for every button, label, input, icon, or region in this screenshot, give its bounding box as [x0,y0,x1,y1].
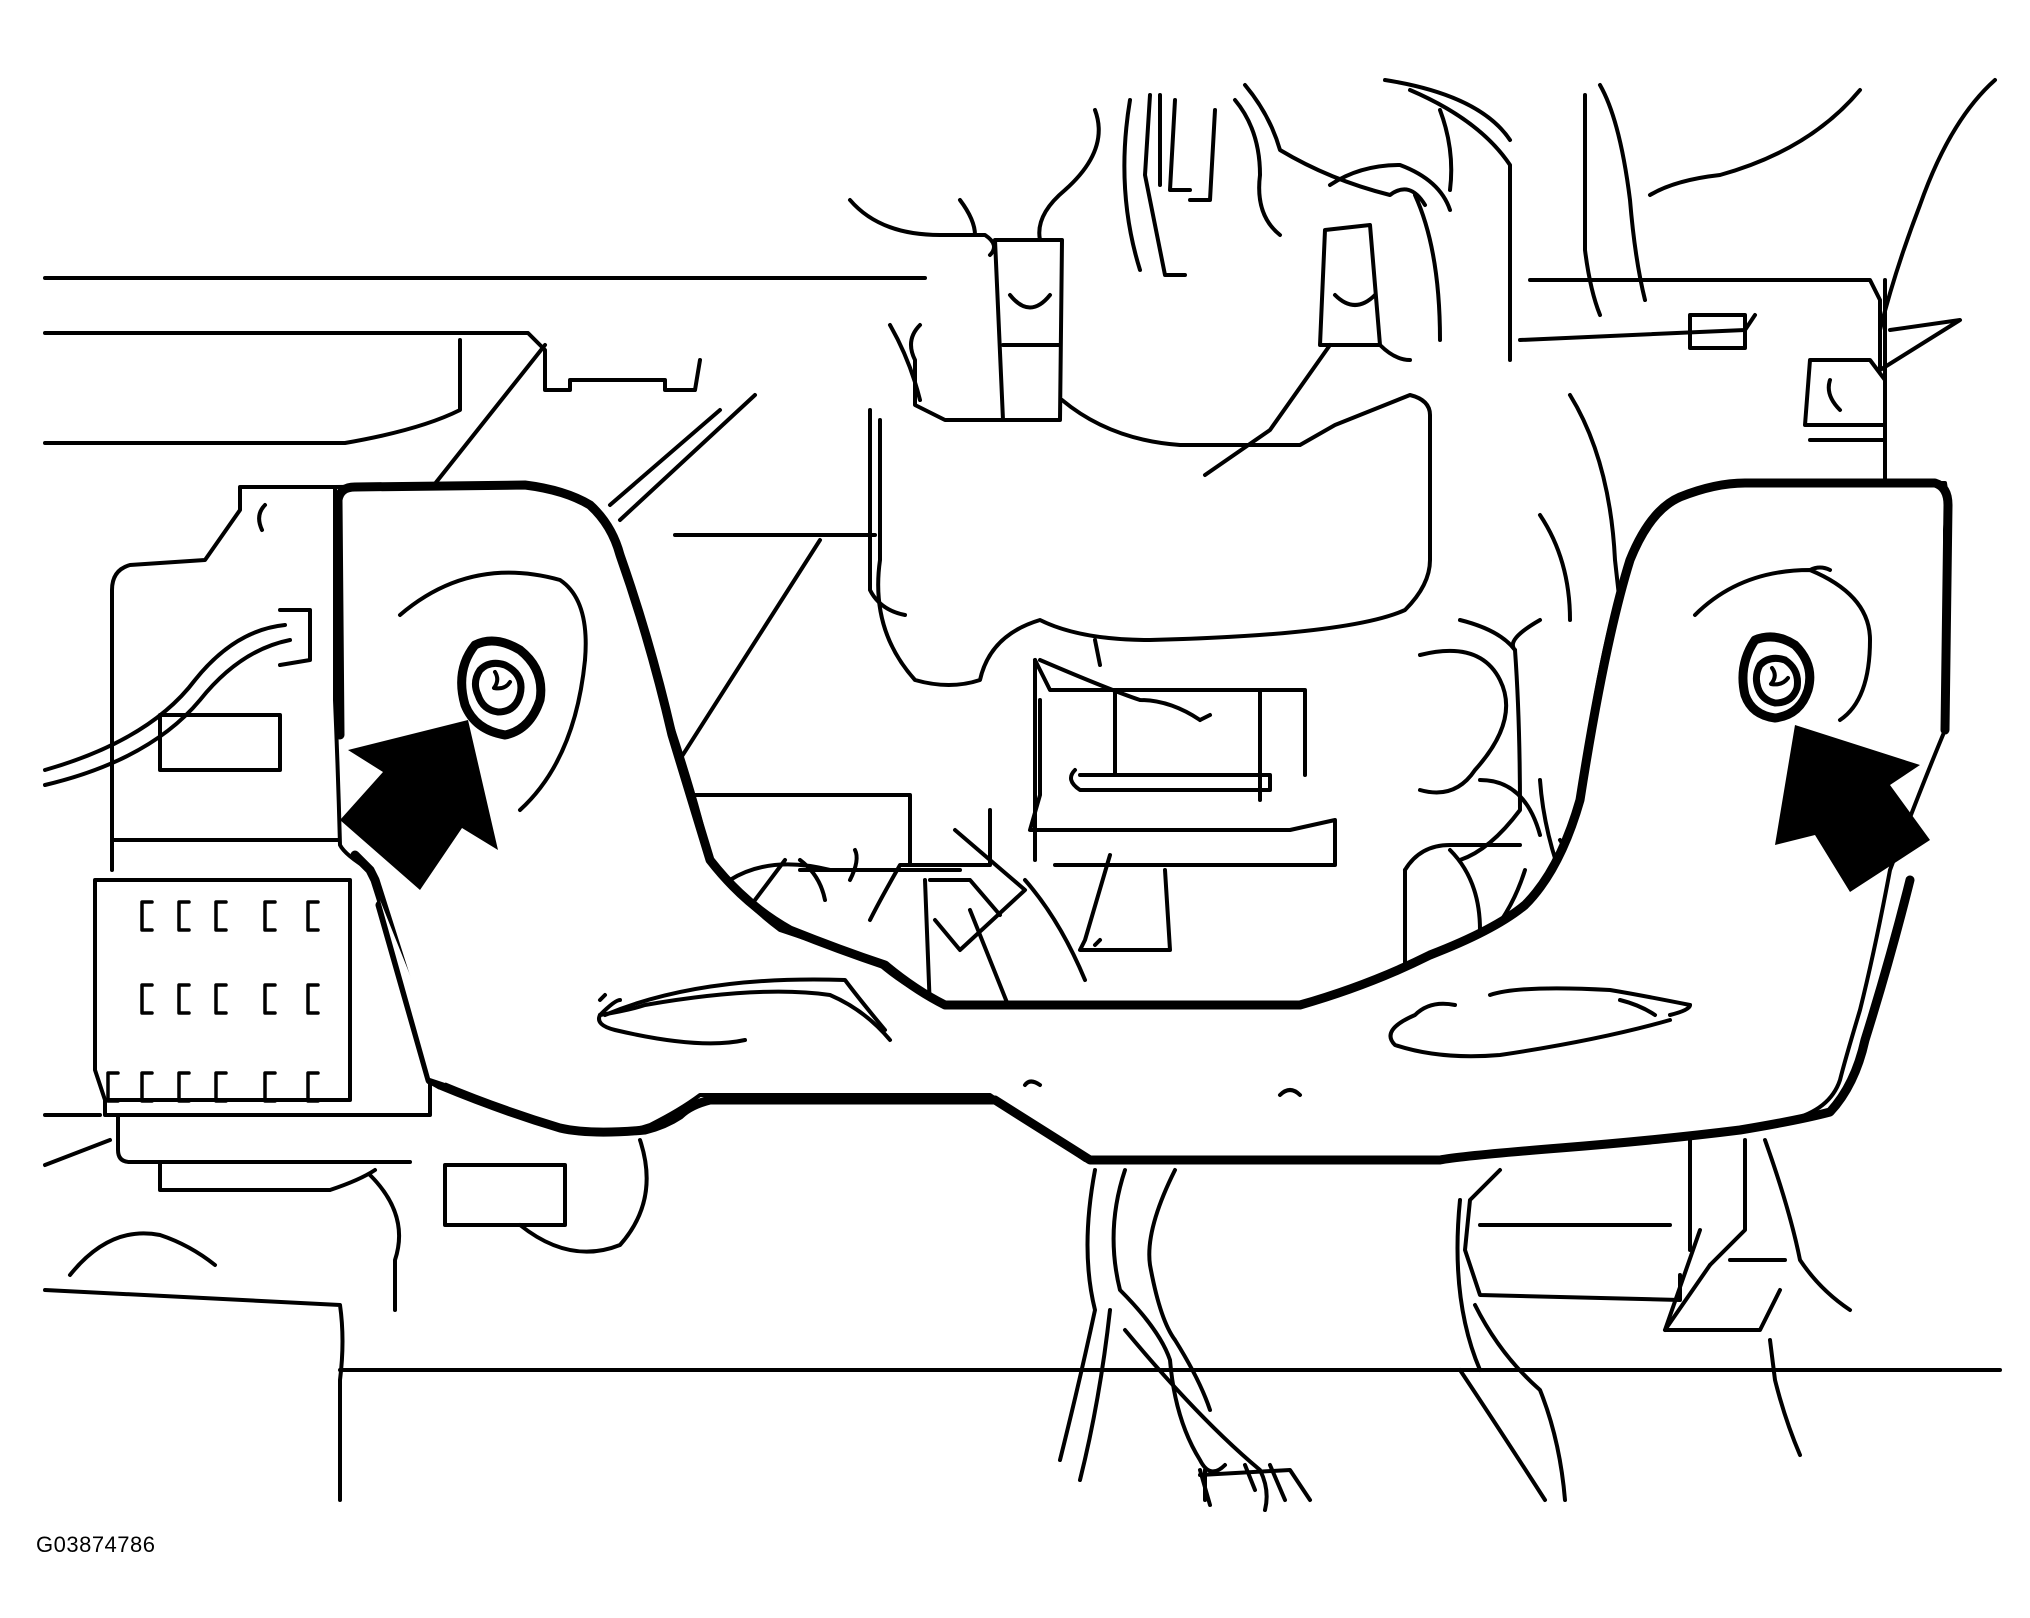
bolt-right [1738,632,1815,723]
callout-arrow-left [340,720,498,890]
steering-column-bracket [333,478,1953,1165]
connector-pin-grid [106,900,320,1103]
background-structure [43,78,2002,1512]
callout-arrow-right [1775,725,1930,892]
figure-id-label: G03874786 [36,1532,156,1557]
bolt-left [457,636,546,740]
